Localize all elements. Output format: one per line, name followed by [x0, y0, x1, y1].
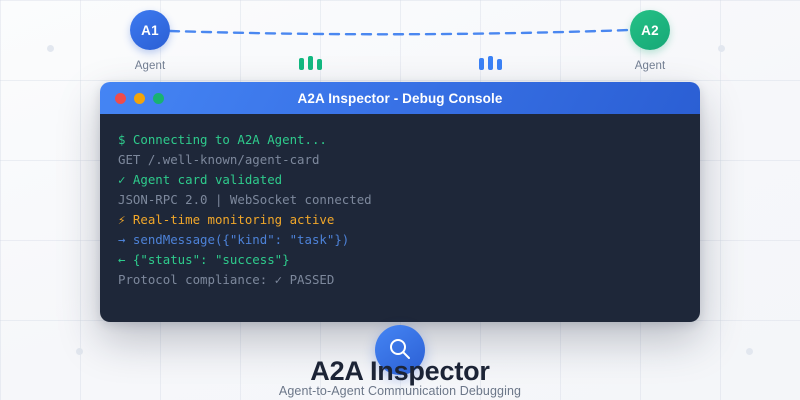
console-line: GET /.well-known/agent-card — [118, 152, 320, 167]
blue-signal-bars — [479, 56, 502, 70]
background-dot — [76, 348, 83, 355]
page-title: A2A Inspector — [310, 356, 490, 386]
console-line: ← {"status": "success"} — [118, 252, 290, 267]
search-icon — [390, 339, 410, 359]
agent-node-a1[interactable]: A1 — [130, 10, 170, 50]
page-subtitle: Agent-to-Agent Communication Debugging — [278, 384, 522, 398]
console-output[interactable]: $ Connecting to A2A Agent... GET /.well-… — [100, 114, 700, 322]
console-line: → sendMessage({"kind": "task"}) — [118, 232, 350, 247]
close-button[interactable] — [115, 92, 126, 104]
agent-node-a1-label: Agent — [134, 60, 166, 72]
debug-console-window[interactable]: A2A Inspector - Debug Console $ Connecti… — [100, 82, 700, 322]
agent-node-a2-label: Agent — [634, 60, 666, 72]
app-logo-badge — [375, 325, 425, 375]
agent-node-a2-id: A2 — [641, 22, 659, 38]
window-titlebar[interactable]: A2A Inspector - Debug Console — [100, 82, 700, 114]
console-line: ⚡ Real-time monitoring active — [118, 212, 335, 227]
agent-node-a2[interactable]: A2 — [630, 10, 670, 50]
console-line: JSON-RPC 2.0 | WebSocket connected — [118, 192, 372, 207]
background-dot — [718, 45, 725, 52]
green-signal-bars — [299, 56, 322, 70]
traffic-light-buttons — [115, 92, 164, 104]
background-dot — [746, 348, 753, 355]
console-line: ✓ Agent card validated — [118, 172, 283, 187]
maximize-button[interactable] — [153, 92, 164, 104]
console-line: $ Connecting to A2A Agent... — [118, 132, 327, 147]
agent-node-a1-id: A1 — [141, 22, 159, 38]
window-title: A2A Inspector - Debug Console — [297, 90, 503, 106]
console-line: Protocol compliance: ✓ PASSED — [118, 272, 335, 287]
background-dot — [47, 45, 54, 52]
minimize-button[interactable] — [134, 92, 145, 104]
agent-connector — [168, 28, 632, 36]
